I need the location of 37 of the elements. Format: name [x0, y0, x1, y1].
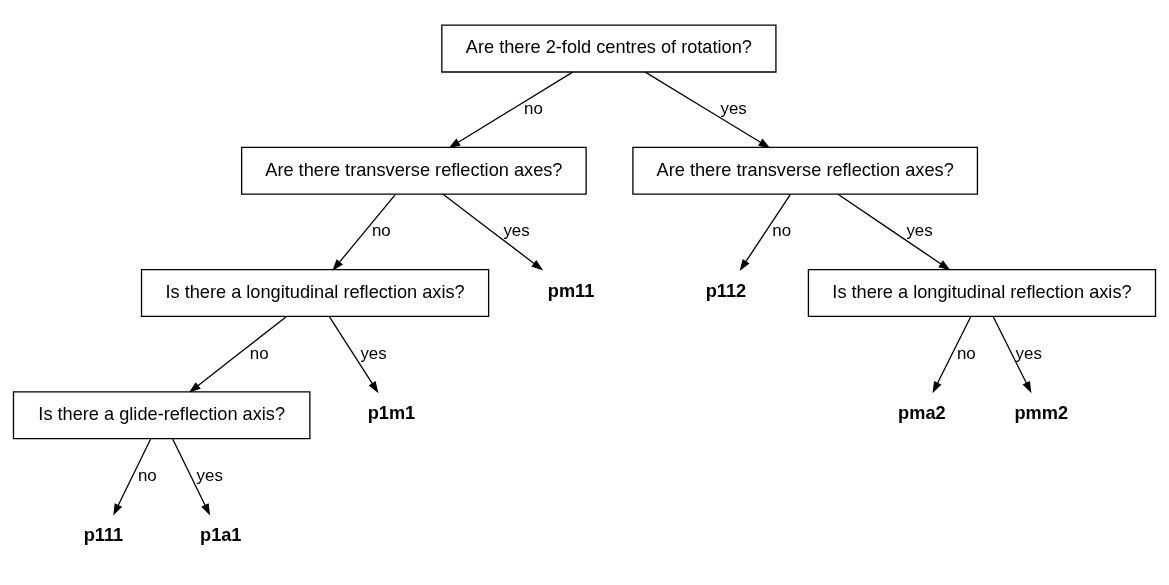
node-box: Are there 2-fold centres of rotation? — [441, 24, 777, 73]
arrow — [172, 437, 211, 515]
arrow — [739, 193, 791, 271]
node-text: p1m1 — [367, 402, 416, 423]
node-text: p1a1 — [200, 524, 242, 545]
edge-label: no — [371, 220, 391, 240]
node-box: Are there transverse reflection axes? — [632, 146, 979, 195]
edge-label: no — [524, 98, 543, 118]
edge-label: yes — [906, 220, 933, 240]
arrow — [837, 193, 951, 270]
edge-label: yes — [196, 465, 223, 485]
edge-label: yes — [360, 343, 387, 363]
edge-label: no — [137, 465, 157, 485]
node-box: Is there a longitudinal reflection axis? — [140, 268, 490, 317]
node-text: pma2 — [898, 402, 946, 423]
edge-label: no — [249, 343, 269, 363]
arrow — [188, 315, 288, 393]
node-box: Is there a longitudinal reflection axis? — [807, 268, 1157, 317]
edge-label: no — [772, 220, 792, 240]
arrow — [332, 193, 396, 271]
node-text: pm11 — [547, 280, 595, 301]
edge-label: yes — [503, 220, 530, 240]
edge-label: no — [956, 343, 976, 363]
node-text: p111 — [83, 524, 124, 545]
node-box: Is there a glide-reflection axis? — [12, 390, 311, 439]
arrow — [448, 70, 574, 148]
arrow — [442, 193, 544, 270]
arrow — [932, 315, 972, 393]
node-text: p112 — [705, 280, 747, 301]
edge-label: yes — [1015, 343, 1042, 363]
node-text: pmm2 — [1014, 402, 1069, 423]
arrow — [644, 70, 771, 148]
node-box: Are there transverse reflection axes? — [241, 146, 587, 195]
arrow — [328, 315, 379, 393]
arrow — [992, 315, 1032, 393]
edge-label: yes — [720, 98, 747, 118]
arrow — [113, 437, 152, 515]
